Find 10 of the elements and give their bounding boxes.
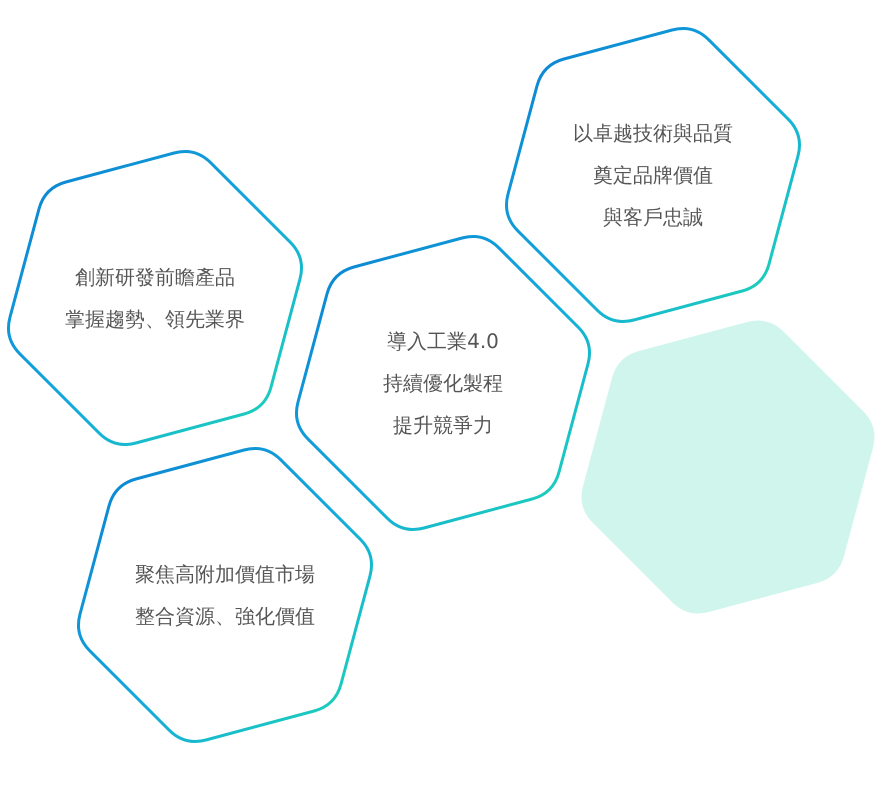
hexagon-text: 導入工業4.0 [387, 328, 499, 355]
hexagon-text: 奠定品牌價值 [593, 162, 713, 189]
hexagon-text: 整合資源、強化價值 [135, 603, 315, 630]
hexagon-text: 掌握趨勢、領先業界 [65, 306, 245, 333]
hexagon-text: 創新研發前瞻產品 [75, 264, 235, 291]
hexagon-text: 與客戶忠誠 [603, 204, 703, 231]
hexagon-text: 持續優化製程 [383, 370, 503, 397]
hexagon-text: 提升競爭力 [393, 412, 493, 439]
hexagon-text: 以卓越技術與品質 [573, 120, 733, 147]
hexagon-text: 聚焦高附加價值市場 [135, 561, 315, 588]
